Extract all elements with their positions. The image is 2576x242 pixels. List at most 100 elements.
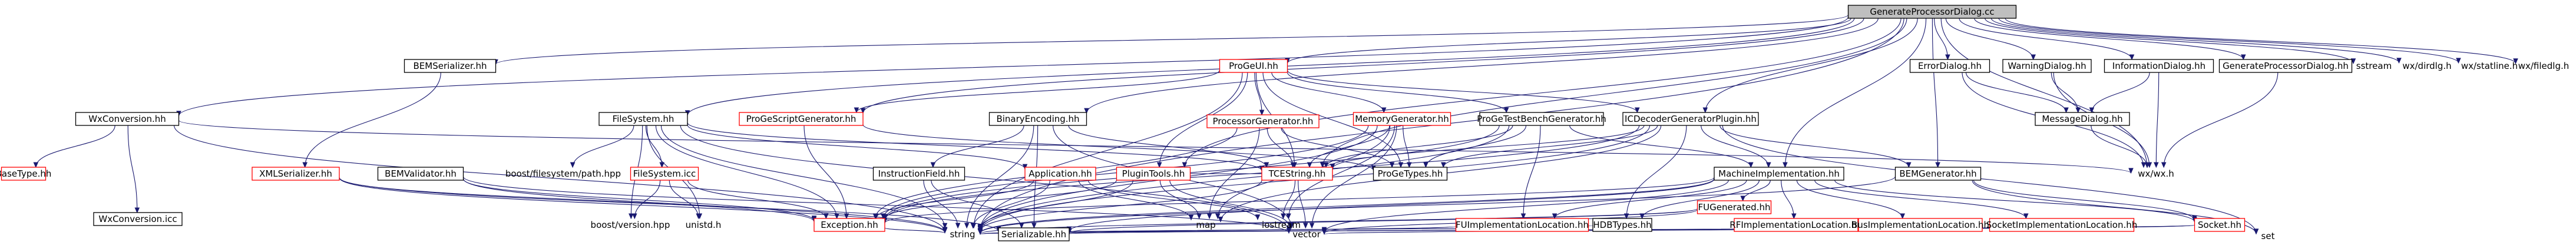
edge-line [862,18,1864,114]
node-warndlg[interactable]: WarningDialog.hh [2002,59,2092,73]
edge-arrowhead [2031,54,2036,61]
node-sockimpl[interactable]: SocketImplementationLocation.hh [1986,218,2138,232]
edge-line [655,125,838,219]
edge-line [1266,127,1294,168]
edge-arrowhead [1389,162,1395,168]
node-boostfs[interactable]: boost/filesystem/path.hpp [505,168,621,179]
node-label: FUGenerated.hh [1698,202,1771,213]
edge-arrowhead [302,162,307,168]
node-string[interactable]: string [950,229,975,240]
edge-line [980,180,1133,229]
node-label: WxConversion.icc [98,214,177,224]
node-wxfiledlg[interactable]: wx/filedlg.h [2518,61,2570,71]
node-progetb[interactable]: ProGeTestBenchGenerator.hh [1477,112,1606,126]
edge-arrowhead [1215,213,1221,220]
node-genprocdlg[interactable]: GenerateProcessorDialog.hh [2218,59,2353,73]
node-infodlg[interactable]: InformationDialog.hh [2104,59,2214,73]
edge-arrowhead [1281,213,1286,220]
node-memgen[interactable]: MemoryGenerator.hh [1353,112,1451,126]
node-label: string [950,229,975,240]
node-app[interactable]: Application.hh [1024,167,1096,181]
node-wxwx[interactable]: wx/wx.h [2138,168,2174,179]
node-vector[interactable]: vector [1292,229,1321,240]
node-wxconvicc[interactable]: WxConversion.icc [93,212,183,226]
node-basetype[interactable]: BaseType.hh [0,167,51,181]
node-label: ProGeUI.hh [1229,61,1278,71]
edge-line [669,180,699,219]
node-instrfld[interactable]: InstructionField.hh [872,167,965,181]
node-sstream[interactable]: sstream [2356,61,2392,71]
node-serializable[interactable]: Serializable.hh [998,227,1070,241]
node-wxstatline[interactable]: wx/statline.h [2461,61,2518,71]
edge-arrowhead [1320,162,1325,168]
node-box [739,112,864,126]
node-label: TCEString.hh [1268,168,1326,179]
node-progeui[interactable]: ProGeUI.hh [1219,59,1288,73]
edge-machimpl-to-busimpl [1796,180,1905,220]
node-progetypes[interactable]: ProGeTypes.hh [1373,167,1448,181]
node-map[interactable]: map [1196,220,1215,230]
node-socket[interactable]: Socket.hh [2194,218,2246,232]
node-binenc[interactable]: BinaryEncoding.hh [988,112,1087,126]
edge-arrowhead [1321,228,1327,234]
node-fuimpl[interactable]: FUImplementationLocation.hh [1455,218,1589,232]
edge-arrowhead [1552,213,1557,220]
node-tcestring[interactable]: TCEString.hh [1261,167,1333,181]
node-rfimpl[interactable]: RFImplementationLocation.hh [1730,218,1863,232]
edge-line [862,124,1374,171]
edge-line [856,69,1221,113]
edge-line [1169,180,1291,228]
node-fugen[interactable]: FUGenerated.hh [1697,200,1772,214]
node-box [1847,5,2017,19]
node-hdbtypes[interactable]: HDBTypes.hh [1592,218,1652,232]
node-wxconv[interactable]: WxConversion.hh [75,112,180,126]
edge-line [1990,18,2400,63]
edge-arrowhead [1156,162,1162,168]
node-msgdlg[interactable]: MessageDialog.hh [2035,112,2130,126]
node-box [814,218,885,232]
node-unistd[interactable]: unistd.h [686,220,722,230]
node-root[interactable]: GenerateProcessorDialog.cc [1847,5,2017,19]
node-procgen[interactable]: ProcessorGenerator.hh [1206,114,1320,128]
node-plugintools[interactable]: PluginTools.hh [1116,167,1191,181]
edge-line [1403,125,1410,168]
node-label: WxConversion.hh [88,114,166,124]
edge-arrowhead [1309,223,1315,229]
node-label: iostream [1262,220,1301,230]
node-box [1455,218,1589,232]
node-bemval[interactable]: BEMValidator.hh [377,167,464,181]
node-label: FUImplementationLocation.hh [1456,220,1589,230]
node-wxdirdlg[interactable]: wx/dirdlg.h [2402,61,2451,71]
node-fs[interactable]: FileSystem.hh [598,112,688,126]
node-boostver[interactable]: boost/version.hpp [591,220,670,230]
edge-arrowhead [632,213,637,220]
node-label: sstream [2356,61,2392,71]
node-xmlser[interactable]: XMLSerializer.hh [252,167,340,181]
edge-line [305,72,441,168]
edge-arrowhead [659,162,664,168]
edge-line [339,177,999,232]
edge-arrowhead [1503,107,1509,114]
node-set[interactable]: set [2261,231,2275,241]
node-label: set [2261,231,2275,241]
edge-arrowhead [1303,223,1308,229]
node-label: ProcessorGenerator.hh [1213,116,1314,127]
node-box [93,212,183,226]
edge-arrowhead [930,162,936,168]
node-machimpl[interactable]: MachineImplementation.hh [1714,167,1844,181]
node-bemgen[interactable]: BEMGenerator.hh [1894,167,1982,181]
node-fsicc[interactable]: FileSystem.icc [630,167,699,181]
edge-line [178,120,2132,174]
node-errdlg[interactable]: ErrorDialog.hh [1909,59,1990,73]
node-progescript[interactable]: ProGeScriptGenerator.hh [739,112,864,126]
node-label: Application.hh [1029,168,1092,179]
edge-line [1184,18,1902,168]
node-exception[interactable]: Exception.hh [814,218,885,232]
node-bemser[interactable]: BEMSerializer.hh [404,59,497,73]
edge-line [1945,18,2034,60]
node-busimpl[interactable]: BusImplementationLocation.hh [1851,218,1989,232]
node-iostream[interactable]: iostream [1262,220,1301,230]
edge-line [1287,72,1507,113]
node-icdec[interactable]: ICDecoderGeneratorPlugin.hh [1622,112,1759,126]
edge-bemser-to-xmlser [302,72,441,168]
